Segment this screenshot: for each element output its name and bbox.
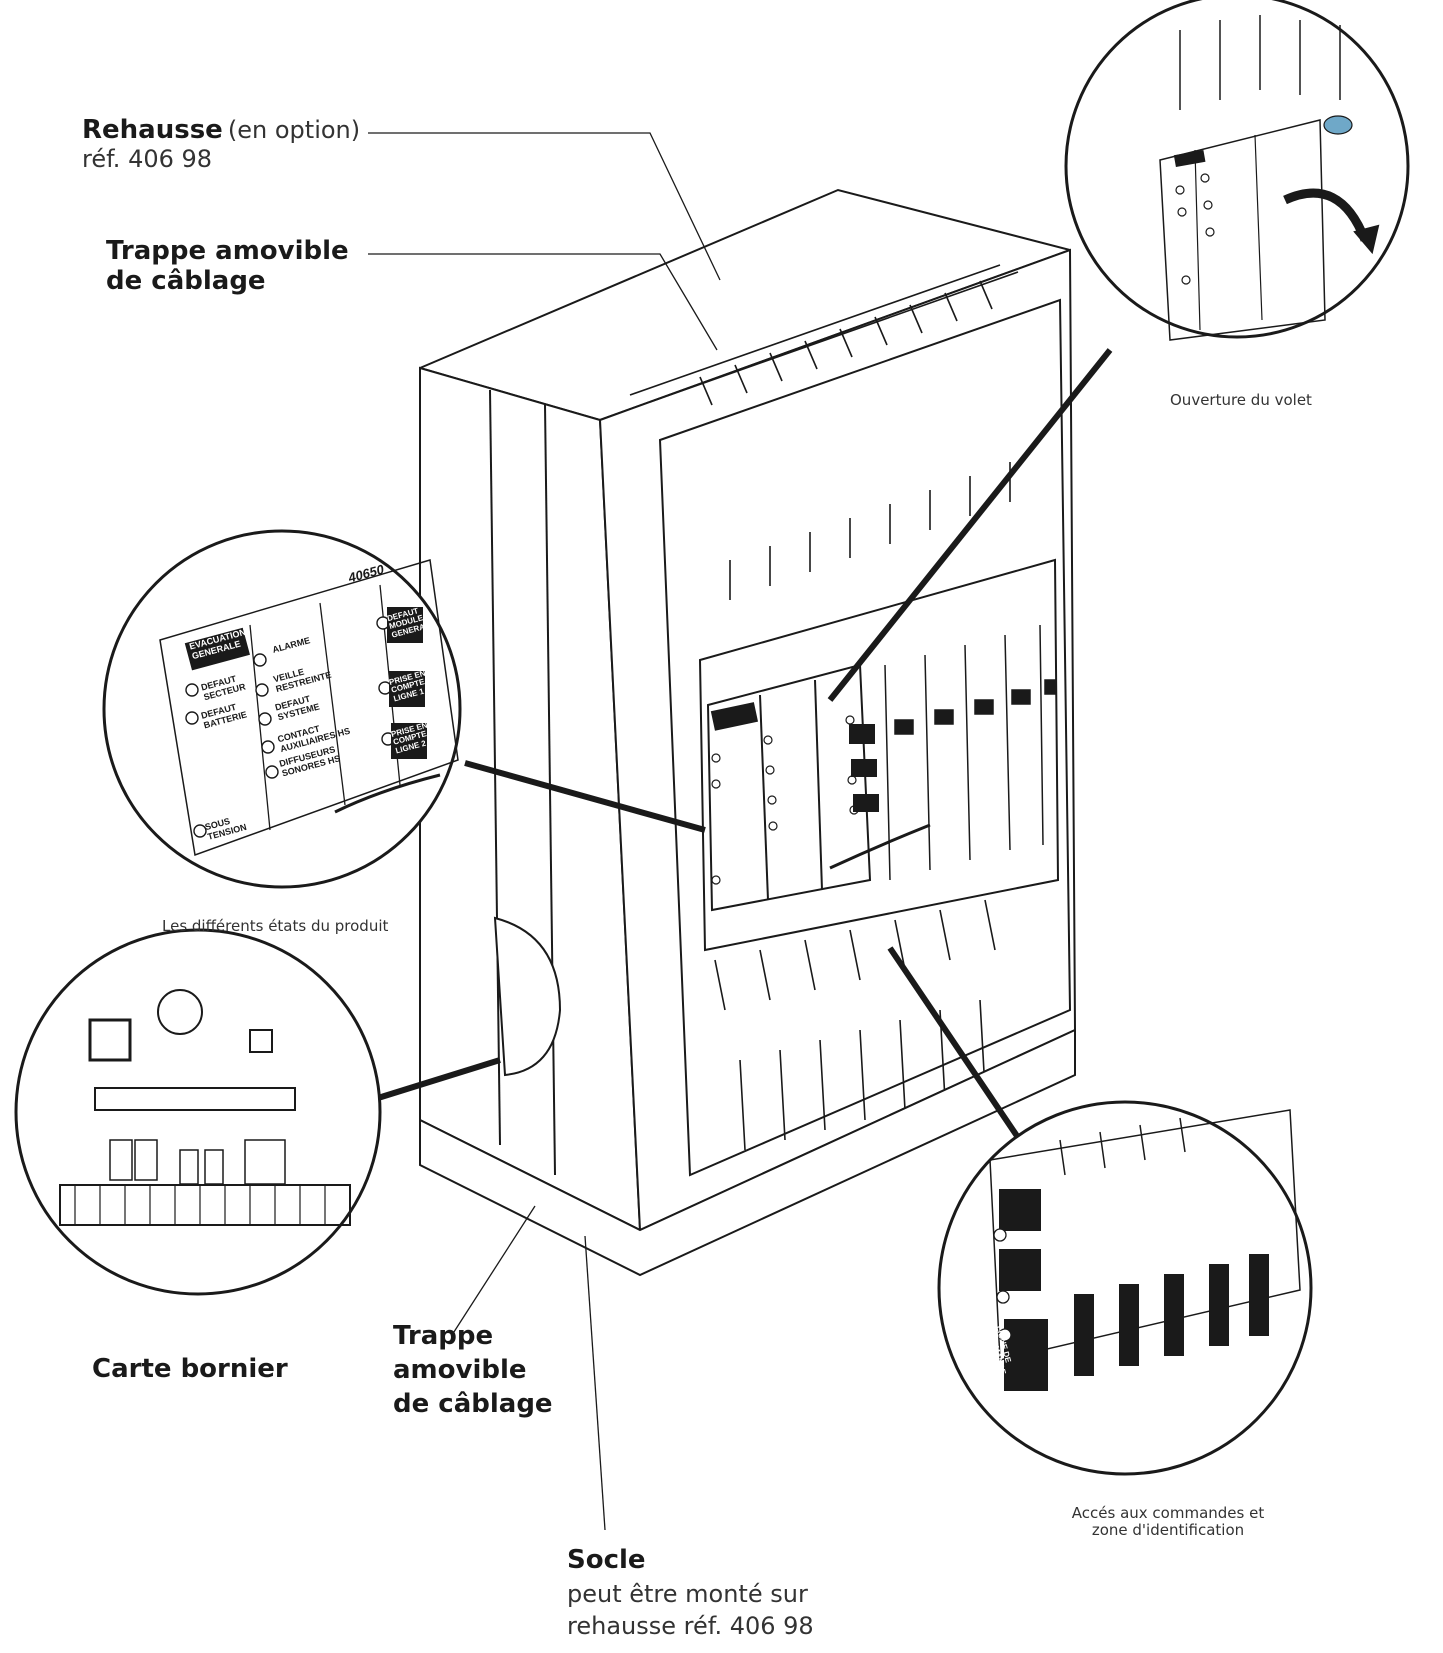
cabinet — [419, 188, 1077, 1277]
callout-trappe-top: Trappe amovible de câblage — [106, 236, 349, 297]
magnifier-bornier — [14, 928, 382, 1296]
callout-socle: Socle peut être monté sur rehausse réf. … — [567, 1543, 814, 1643]
rehausse-ref: réf. 406 98 — [82, 144, 213, 173]
caption-acces: Accés aux commandes et zone d'identifica… — [1058, 1504, 1278, 1540]
trappe-bottom-line1: Trappe — [393, 1321, 494, 1351]
caption-etats: Les différents états du produit — [162, 917, 389, 935]
caption-acces-line1: Accés aux commandes et — [1071, 1504, 1265, 1522]
carte-bornier-title: Carte bornier — [92, 1354, 288, 1384]
callout-carte-bornier: Carte bornier — [92, 1354, 288, 1385]
magnifier-volet — [1064, 0, 1410, 341]
rehausse-title: Rehausse — [82, 115, 223, 145]
socle-title: Socle — [567, 1545, 646, 1575]
trappe-top-line1: Trappe amovible — [106, 236, 349, 266]
callout-trappe-bottom: Trappe amovible de câblage — [393, 1320, 553, 1421]
magnifier-acces — [937, 1100, 1313, 1476]
caption-volet: Ouverture du volet — [1170, 391, 1312, 409]
rehausse-note: (en option) — [227, 116, 361, 144]
leader-lines — [368, 132, 1113, 1531]
trappe-bottom-line3: de câblage — [393, 1388, 553, 1419]
socle-line2: rehausse réf. 406 98 — [567, 1612, 814, 1641]
magnifier-etats — [102, 529, 462, 889]
socle-line1: peut être monté sur — [567, 1580, 808, 1609]
caption-acces-line2: zone d'identification — [1091, 1521, 1245, 1540]
wiring-trap-slots — [629, 264, 1019, 406]
callout-rehausse: Rehausse (en option) réf. 406 98 — [82, 115, 361, 173]
trappe-top-line2: de câblage — [106, 265, 266, 296]
trappe-bottom-line2: amovible — [393, 1354, 527, 1385]
